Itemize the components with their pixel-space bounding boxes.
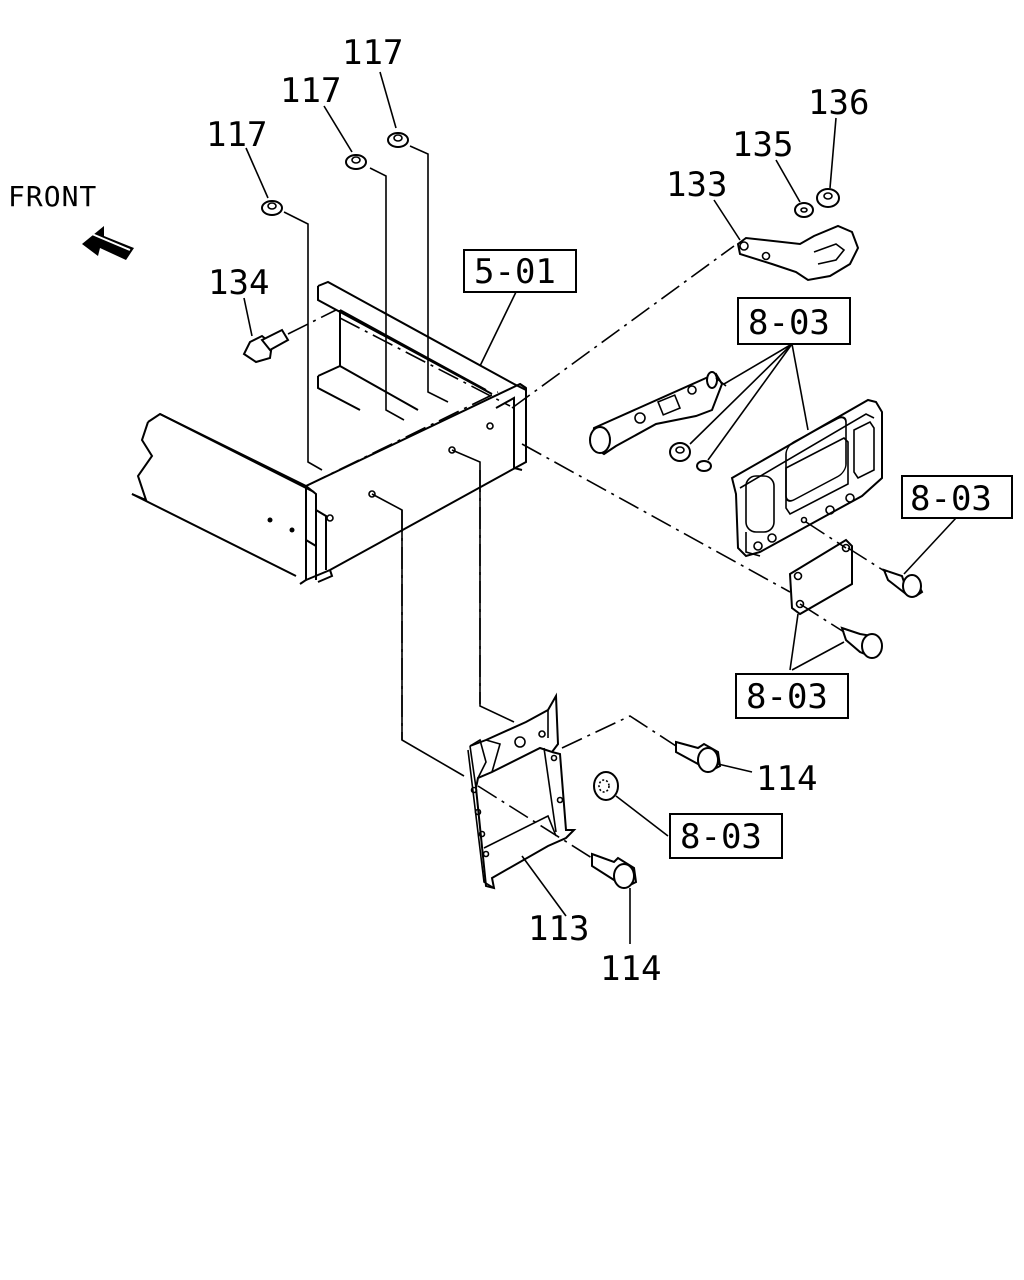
callout-113: 113 bbox=[528, 909, 589, 949]
ref-box-lamp-bolt: 8-03 bbox=[901, 475, 1013, 575]
tow-hook-axis bbox=[511, 245, 735, 409]
bolt-134-axis bbox=[287, 309, 337, 335]
bracket-113: 113 bbox=[467, 692, 589, 949]
callout-117-right: 117 bbox=[342, 33, 403, 73]
lamp-bolt-axis bbox=[847, 547, 887, 573]
ref-lamp-assembly-label: 8-03 bbox=[748, 303, 830, 343]
lamp-nut bbox=[669, 442, 691, 462]
ref-grommet-label: 8-03 bbox=[680, 817, 762, 857]
callout-117-left: 117 bbox=[206, 115, 267, 155]
ref-box-frame: 5-01 bbox=[463, 249, 577, 367]
washer-135: 135 bbox=[732, 125, 814, 218]
lamp-washer bbox=[696, 460, 712, 472]
bolt-134: 134 bbox=[208, 263, 290, 364]
bolt-114-upper-axis bbox=[561, 715, 677, 749]
grommet bbox=[593, 771, 619, 801]
ref-lamp-plate-label: 8-03 bbox=[746, 677, 828, 717]
nut-leader-right bbox=[409, 145, 449, 403]
nut-117-right: 117 bbox=[342, 33, 409, 148]
bracket-leader-left bbox=[371, 493, 465, 777]
front-arrow-icon bbox=[82, 226, 134, 260]
nut-117-left: 117 bbox=[206, 115, 283, 216]
ref-frame-label: 5-01 bbox=[474, 252, 556, 292]
callout-114-upper: 114 bbox=[756, 759, 817, 799]
front-direction-label: FRONT bbox=[8, 180, 97, 213]
bolt-114-upper: 114 bbox=[675, 740, 817, 799]
frame-hidden-line bbox=[305, 391, 499, 487]
callout-135: 135 bbox=[732, 125, 793, 165]
callout-117-middle: 117 bbox=[280, 71, 341, 111]
frame-hidden-line bbox=[339, 317, 511, 407]
plate-axis-2 bbox=[805, 521, 847, 549]
callout-133: 133 bbox=[666, 165, 727, 205]
nut-leader-left bbox=[283, 211, 323, 471]
ref-box-grommet: 8-03 bbox=[615, 795, 783, 859]
callout-134: 134 bbox=[208, 263, 269, 303]
bolt-114-lower: 114 bbox=[591, 852, 661, 989]
rear-combination-lamp bbox=[730, 398, 883, 558]
lamp-bolt-lower bbox=[840, 626, 883, 659]
ref-lamp-bolt-label: 8-03 bbox=[910, 479, 992, 519]
plate-axis bbox=[521, 443, 791, 593]
bolt-114-lower-axis bbox=[477, 785, 593, 859]
lamp-axis bbox=[715, 377, 727, 387]
ref-box-lamp-plate: 8-03 bbox=[735, 613, 849, 719]
frame-rail bbox=[131, 280, 527, 585]
tow-hook-133: 133 bbox=[666, 165, 860, 282]
nut-136: 136 bbox=[808, 83, 869, 208]
nut-117-middle: 117 bbox=[280, 71, 367, 170]
bracket-leader-right bbox=[451, 449, 515, 723]
callout-114-lower: 114 bbox=[600, 949, 661, 989]
ref-box-lamp-assembly: 8-03 bbox=[689, 297, 851, 461]
lamp-bolt-lower-axis bbox=[799, 603, 845, 633]
callout-136: 136 bbox=[808, 83, 869, 123]
lamp-bolt-upper bbox=[882, 568, 924, 598]
lamp-mounting-plate bbox=[788, 538, 853, 616]
nut-leader-middle bbox=[369, 167, 405, 421]
lamp-bracket bbox=[589, 371, 724, 456]
